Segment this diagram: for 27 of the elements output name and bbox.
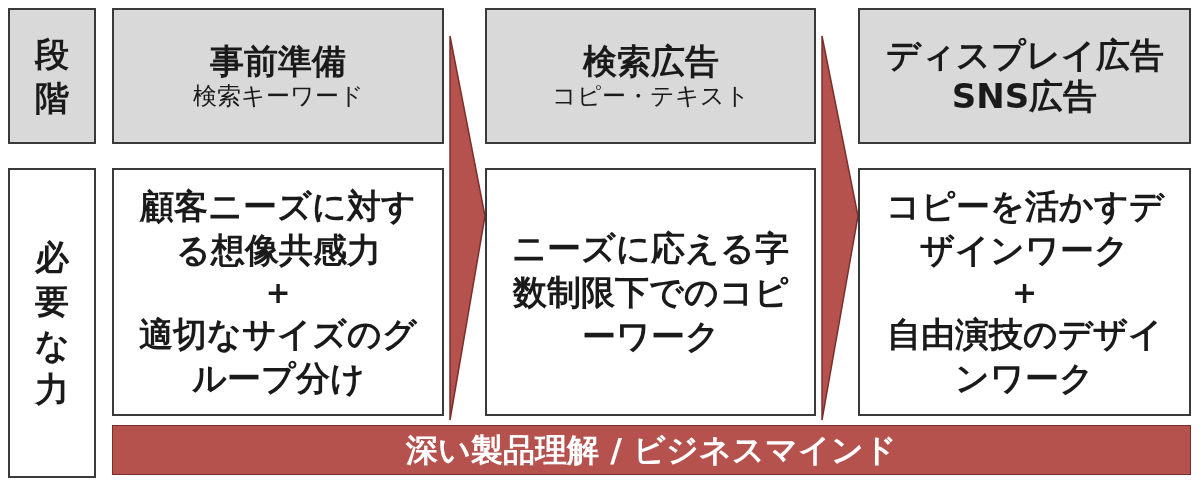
ability-box xyxy=(112,168,444,416)
row-heading: 段階 xyxy=(33,32,70,120)
stage-box xyxy=(112,8,444,144)
chevron-arrow xyxy=(821,35,859,421)
stage-title: ディスプレイ広告 xyxy=(885,35,1164,76)
chevron-arrow xyxy=(449,35,486,421)
ability-text: + xyxy=(265,273,291,312)
ability-text: 顧客ニーズに対する想像共感力 xyxy=(138,185,417,273)
stage-title: 検索広告 xyxy=(582,41,719,82)
banner-text: 深い製品理解 / ビジネスマインド xyxy=(406,430,897,470)
ability-box xyxy=(858,168,1191,416)
stage-label-box xyxy=(8,8,96,144)
stage-box xyxy=(858,8,1191,144)
row-heading: 必要な力 xyxy=(33,235,71,412)
ability-text: コピーを活かすデザインワーク xyxy=(884,185,1166,273)
ability-text: + xyxy=(1011,273,1038,312)
stage-subtitle: SNS広告 xyxy=(951,76,1098,117)
stage-subtitle: コピー・テキスト xyxy=(551,82,750,111)
stage-box xyxy=(485,8,816,144)
ability-box xyxy=(485,168,816,416)
ability-label-box xyxy=(8,168,96,478)
ability-text: ニーズに応える字数制限下でのコピーワーク xyxy=(511,226,790,359)
ability-text: 自由演技のデザインワーク xyxy=(885,312,1164,400)
stage-subtitle: 検索キーワード xyxy=(192,82,364,111)
stage-title: 事前準備 xyxy=(210,41,346,82)
banner-bar xyxy=(112,425,1191,475)
ability-text: 適切なサイズのグループ分け xyxy=(138,312,419,400)
